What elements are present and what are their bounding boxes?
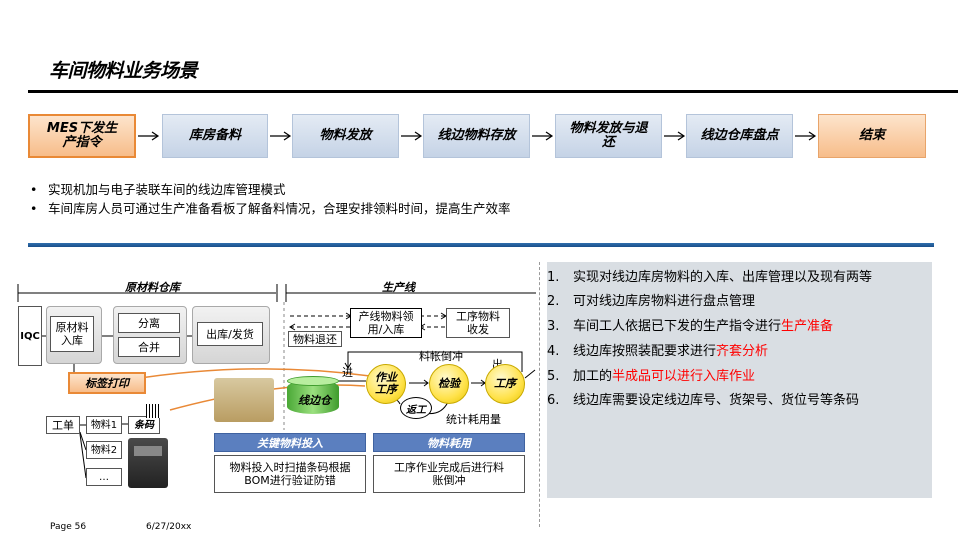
feature-item-3: 3.车间工人依据已下发的生产指令进行生产准备 bbox=[547, 319, 834, 334]
iqc-box[interactable]: IQC bbox=[18, 306, 42, 366]
bullet-item: •实现机加与电子装联车间的线边库管理模式 bbox=[30, 182, 286, 197]
step-issue-return[interactable]: 物料发放与退还 bbox=[555, 114, 662, 158]
out-in-box[interactable]: 出库/发货 bbox=[197, 322, 263, 346]
process-material-box[interactable]: 工序物料收发 bbox=[446, 308, 510, 338]
work-order-box[interactable]: 工单 bbox=[46, 416, 80, 434]
step-line-storage[interactable]: 线边物料存放 bbox=[423, 114, 530, 158]
raw-storage-box[interactable]: 原材料入库 bbox=[50, 316, 94, 352]
page-number: Page 56 bbox=[50, 522, 87, 532]
section-divider bbox=[28, 243, 934, 247]
inspect-node[interactable]: 检验 bbox=[429, 364, 469, 404]
vertical-divider bbox=[539, 262, 540, 527]
arrow-right-icon bbox=[401, 131, 423, 141]
barcode-icon bbox=[146, 404, 160, 418]
feature-list-panel: 1.实现对线边库房物料的入库、出库管理以及现有两等 2.可对线边库房物料进行盘点… bbox=[547, 262, 932, 498]
step-material-issue[interactable]: 物料发放 bbox=[292, 114, 399, 158]
item1-box[interactable]: 物料1 bbox=[86, 416, 122, 434]
printer-slot-icon bbox=[134, 446, 162, 456]
more-items-box: … bbox=[86, 468, 122, 486]
key-input-desc: 物料投入时扫描条码根据BOM进行验证防错 bbox=[214, 455, 366, 493]
feature-item-6: 6.线边库需要设定线边库号、货架号、货位号等条码 bbox=[547, 393, 860, 408]
feature-item-2: 2.可对线边库房物料进行盘点管理 bbox=[547, 294, 756, 309]
arrow-right-icon bbox=[664, 131, 686, 141]
footer-date: 6/27/20xx bbox=[146, 522, 192, 532]
backflush-label: 料帐倒冲 bbox=[419, 350, 463, 363]
in-label: 进 bbox=[342, 366, 353, 379]
section-raw-warehouse: 原材料仓库 bbox=[125, 281, 180, 294]
split-box[interactable]: 分离 bbox=[118, 313, 180, 333]
feature-item-4: 4.线边库按照装配要求进行齐套分析 bbox=[547, 344, 769, 359]
arrow-right-icon bbox=[138, 131, 160, 141]
bullet-item: •车间库房人员可通过生产准备看板了解备料情况，合理安排领料时间，提高生产效率 bbox=[30, 201, 511, 216]
step-warehouse-prep[interactable]: 库房备料 bbox=[162, 114, 268, 158]
section-production-line: 生产线 bbox=[382, 281, 415, 294]
label-print-box[interactable]: 标签打印 bbox=[68, 372, 146, 394]
stats-label: 统计耗用量 bbox=[446, 413, 501, 426]
work-process-node[interactable]: 作业工序 bbox=[366, 364, 406, 404]
merge-box[interactable]: 合并 bbox=[118, 337, 180, 357]
barcode-box[interactable]: 条码 bbox=[128, 416, 160, 434]
material-return-box[interactable]: 物料退还 bbox=[288, 331, 342, 347]
page-title: 车间物料业务场景 bbox=[49, 60, 198, 82]
consumption-header: 物料耗用 bbox=[373, 433, 525, 452]
process-node[interactable]: 工序 bbox=[485, 364, 525, 404]
line-material-box[interactable]: 产线物料领用/入库 bbox=[350, 308, 422, 338]
rework-node[interactable]: 返工 bbox=[400, 397, 432, 419]
item2-box[interactable]: 物料2 bbox=[86, 441, 122, 459]
step-end[interactable]: 结束 bbox=[818, 114, 926, 158]
key-input-header: 关键物料投入 bbox=[214, 433, 366, 452]
line-store-label: 线边仓 bbox=[298, 394, 331, 407]
step-inventory-count[interactable]: 线边仓库盘点 bbox=[686, 114, 793, 158]
arrow-right-icon bbox=[270, 131, 292, 141]
step-mes-order[interactable]: MES下发生产指令 bbox=[28, 114, 136, 158]
cylinder-top bbox=[287, 376, 339, 386]
feature-item-5: 5.加工的半成品可以进行入库作业 bbox=[547, 369, 756, 384]
arrow-right-icon bbox=[795, 131, 817, 141]
feature-item-1: 1.实现对线边库房物料的入库、出库管理以及现有两等 bbox=[547, 270, 873, 285]
warehouse-photo-icon bbox=[214, 378, 274, 422]
consumption-desc: 工序作业完成后进行料账倒冲 bbox=[373, 455, 525, 493]
title-underline bbox=[28, 90, 958, 93]
diagram-connectors bbox=[17, 284, 536, 479]
arrow-right-icon bbox=[532, 131, 554, 141]
